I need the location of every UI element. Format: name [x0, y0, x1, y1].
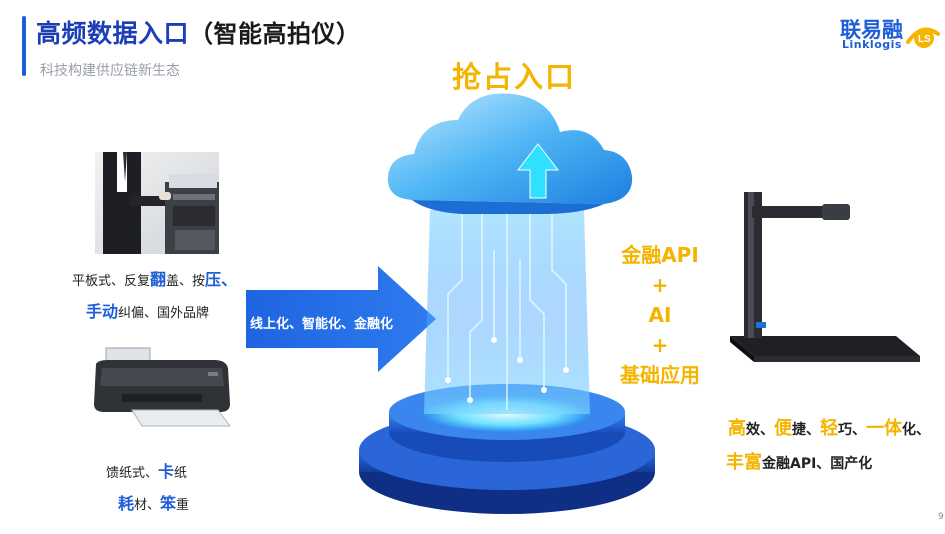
advantages-line2: 丰富金融API、国产化 [726, 452, 873, 473]
page-title-suffix: （智能高拍仪） [189, 20, 361, 48]
stack-plus-1: + [651, 273, 669, 297]
arrow-label: 线上化、智能化、金融化 [250, 317, 394, 332]
printer-icon [94, 347, 231, 427]
logo-text-cn: 联易融 [840, 18, 903, 42]
cloud-upload-icon [359, 93, 655, 514]
stack-base-apps: 基础应用 [620, 363, 700, 387]
title-accent-bar [22, 16, 26, 76]
company-logo: 联易融 Linklogis LS [838, 14, 942, 54]
flatbed-features-line2: 手动纠偏、国外品牌 [86, 302, 210, 321]
logo-text-en: Linklogis [842, 38, 902, 51]
hero-title: 抢占入口 [452, 60, 577, 94]
page-title: 高频数据入口（智能高拍仪） [36, 19, 361, 48]
capability-stack: 金融API + AI + 基础应用 [590, 240, 730, 390]
logo-mark-text: LS [918, 34, 931, 45]
stack-ai: AI [648, 303, 672, 327]
logo-mark-icon: LS [906, 27, 940, 48]
feeder-features-line1: 馈纸式、卡纸 [106, 462, 188, 481]
page-number: 9 [938, 512, 944, 522]
copier-operator-photo [95, 152, 219, 254]
stack-finance-api: 金融API [621, 243, 699, 267]
scanner-icon [730, 192, 920, 362]
feeder-features-line2: 耗材、笨重 [118, 494, 190, 513]
flatbed-features-line1: 平板式、反复翻盖、按压、 [72, 270, 238, 289]
page-subtitle: 科技构建供应链新生态 [40, 63, 180, 79]
advantages-line1: 高效、便捷、轻巧、一体化、 [728, 418, 930, 439]
arrow-right-icon [246, 266, 436, 372]
stack-plus-2: + [651, 333, 669, 357]
